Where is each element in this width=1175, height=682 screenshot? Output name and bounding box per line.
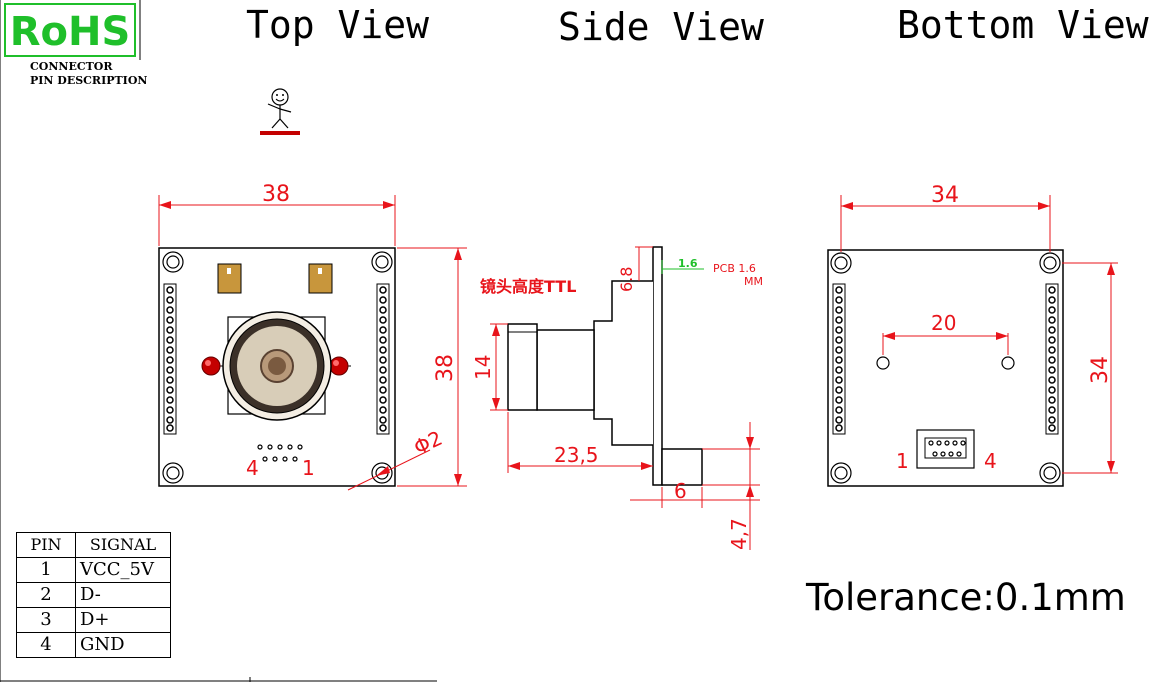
bottom-hole-left <box>876 356 890 370</box>
top-led-left <box>201 356 228 376</box>
bottom-pin-label-4: 4 <box>984 449 997 473</box>
bottom-inner-dimension <box>882 332 1009 355</box>
signal-header: SIGNAL <box>75 532 171 558</box>
rohs-badge: RoHS <box>4 3 136 57</box>
bottom-width-label: 34 <box>931 183 959 208</box>
pin-signal: D+ <box>75 607 171 633</box>
pin-table-row: 2 D- <box>16 582 171 608</box>
top-view-title: Top View <box>246 3 430 47</box>
top-width-label: 38 <box>262 182 290 207</box>
connector-label-line2: PIN DESCRIPTION <box>30 74 148 87</box>
side-dim-4-7-label: 4,7 <box>727 518 751 550</box>
side-dim-14-label: 14 <box>471 355 495 380</box>
side-dim-1-6-label: 1.6 <box>678 257 698 270</box>
top-pin-header-right <box>376 283 390 435</box>
pin-number: 1 <box>16 557 76 583</box>
bottom-connector <box>916 429 975 469</box>
pin-number: 3 <box>16 607 76 633</box>
top-height-dimension <box>397 247 467 487</box>
top-width-dimension <box>158 195 396 246</box>
pin-signal: D- <box>75 582 171 608</box>
pin-signal: GND <box>75 632 171 658</box>
side-dim-14 <box>490 323 508 411</box>
top-pad-left <box>217 263 242 294</box>
side-dim-4-7 <box>702 422 760 550</box>
pin-number: 2 <box>16 582 76 608</box>
stick-figure-logo <box>260 88 300 135</box>
side-lens-barrel <box>536 329 595 411</box>
side-dim-6-8-label: 6.8 <box>617 267 636 292</box>
top-mounting-holes <box>162 251 393 484</box>
top-pad-right <box>308 263 333 294</box>
pin-header: PIN <box>16 532 76 558</box>
bottom-pin-header-right <box>1045 283 1059 435</box>
side-pcb <box>652 246 663 486</box>
top-hole-leader <box>347 449 431 491</box>
bottom-pin-label-1: 1 <box>896 449 909 473</box>
top-view-drawing: 4 1 38 38 Φ2 <box>158 182 467 491</box>
bottom-view-drawing: 20 1 4 34 34 <box>827 183 1118 487</box>
side-view-title: Side View <box>558 5 764 49</box>
pin-table-row: 1 VCC_5V <box>16 557 171 583</box>
pin-number: 4 <box>16 632 76 658</box>
top-height-label: 38 <box>433 354 458 382</box>
top-pin-header-left <box>163 283 177 435</box>
side-pcb-note-2: MM <box>744 275 763 288</box>
side-lens-front <box>507 323 538 411</box>
side-dim-6 <box>630 487 760 508</box>
top-connector-pins <box>257 444 303 462</box>
connector-label-line1: CONNECTOR <box>30 60 113 73</box>
pin-table: PIN SIGNAL 1 VCC_5V 2 D- 3 D+ 4 GND <box>16 532 171 658</box>
bottom-width-dimension <box>840 195 1051 252</box>
connector-label: CONNECTOR PIN DESCRIPTION <box>30 60 147 88</box>
bottom-view-title: Bottom View <box>897 3 1149 47</box>
bottom-mounting-holes <box>830 252 1061 484</box>
side-connector <box>661 448 703 486</box>
side-view-drawing: 镜头高度TTL 6.8 1.6 PCB 1.6 MM 14 <box>471 246 763 550</box>
pin-table-row: 3 D+ <box>16 607 171 633</box>
side-pcb-note-1: PCB 1.6 <box>713 262 756 275</box>
side-dim-23-5 <box>507 412 653 473</box>
top-hole-label: Φ2 <box>410 426 446 460</box>
side-dim-23-5-label: 23,5 <box>554 443 599 467</box>
side-dim-6-label: 6 <box>674 479 687 503</box>
side-dim-6-8 <box>635 246 653 281</box>
bottom-hole-right <box>1001 356 1015 370</box>
pin-table-row: 4 GND <box>16 632 171 658</box>
top-pin-label-4: 4 <box>246 456 259 480</box>
bottom-inner-label: 20 <box>931 311 956 335</box>
top-lens <box>222 311 332 421</box>
tolerance-note: Tolerance:0.1mm <box>806 576 1126 619</box>
bottom-pin-header-left <box>832 283 846 435</box>
side-lens-note: 镜头高度TTL <box>480 277 576 296</box>
side-lens-holder <box>593 280 653 446</box>
top-pin-label-1: 1 <box>302 456 315 480</box>
pin-table-header: PIN SIGNAL <box>16 532 171 558</box>
side-dim-1-6 <box>661 260 704 274</box>
pin-signal: VCC_5V <box>75 557 171 583</box>
bottom-height-label: 34 <box>1088 356 1113 384</box>
bottom-height-dimension <box>1062 262 1118 474</box>
